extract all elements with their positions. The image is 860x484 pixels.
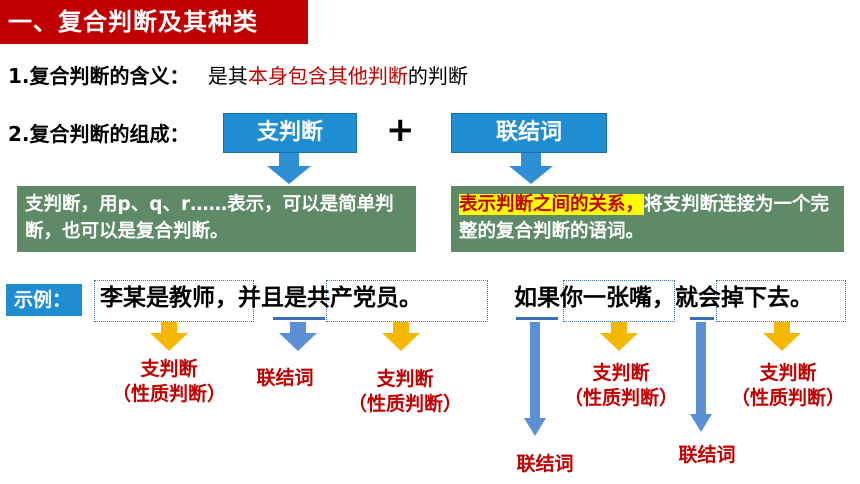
example1-sub-2-label: 支判断 （性质判断） xyxy=(330,367,480,417)
label-sub: 支判断 xyxy=(140,358,198,380)
example2-connector-2-label: 联结词 xyxy=(678,444,736,466)
example2-connector-1: 如果 xyxy=(514,285,560,311)
plus-sign: + xyxy=(386,110,415,150)
example2-connector-1-arrow xyxy=(524,322,546,436)
connector-box-down-arrow xyxy=(509,153,553,184)
example1-comma: ， xyxy=(215,285,238,311)
connector-description-highlight: 表示判断之间的关系， xyxy=(459,194,645,215)
sub-judgment-box: 支判断 xyxy=(223,113,357,153)
example-label: 示例： xyxy=(6,284,82,316)
example2-connector-2: 就 xyxy=(675,285,698,311)
example1-connector: 并且 xyxy=(238,285,284,311)
example1-connector-underline xyxy=(273,317,325,320)
example1-connector-arrow xyxy=(279,322,317,351)
example1-connector-label: 联结词 xyxy=(256,367,314,389)
composition-label: 2.复合判断的组成： xyxy=(8,122,190,146)
example2-connector-1-underline xyxy=(516,317,558,320)
definition-text-after: 的判断 xyxy=(407,64,468,88)
label-sub-nature: （性质判断） xyxy=(730,387,845,409)
example2-sub-box-2 xyxy=(716,280,846,322)
label-sub: 支判断 xyxy=(592,362,650,384)
connector-description-rest: 将支判断连接为一个完整的复合判断的语词。 xyxy=(459,194,830,242)
definition-line: 1.复合判断的含义： 是其本身包含其他判断的判断 xyxy=(8,60,468,89)
connector-box: 联结词 xyxy=(451,113,607,153)
example1-sub-1: 李某是教师 xyxy=(100,285,215,311)
definition-label: 1.复合判断的含义： xyxy=(8,64,190,88)
sub-judgment-description: 支判断，用p、q、r……表示，可以是简单判断，也可以是复合判断。 xyxy=(17,186,416,252)
definition-highlight: 本身包含其他判断 xyxy=(247,64,408,88)
example2-sub-2-label: 支判断 （性质判断） xyxy=(716,361,860,411)
definition-text-before: 是其 xyxy=(207,64,248,88)
section-title: 一、复合判断及其种类 xyxy=(0,0,308,44)
connector-description: 表示判断之间的关系，将支判断连接为一个完整的复合判断的语词。 xyxy=(451,186,844,252)
label-sub-nature: （性质判断） xyxy=(111,383,226,405)
example2-sub-box-1 xyxy=(563,280,675,322)
example1-sub-box-1 xyxy=(94,280,254,322)
example1-sub-1-label: 支判断 （性质判断） xyxy=(94,357,244,407)
label-sub-nature: （性质判断） xyxy=(563,387,678,409)
example1-sub-1-arrow xyxy=(150,322,188,351)
example2-comma: ， xyxy=(652,285,675,311)
example2-sub-1: 你一张嘴 xyxy=(560,285,652,311)
example2-sub-1-label: 支判断 （性质判断） xyxy=(546,361,696,411)
example2-sub-2: 会掉下去。 xyxy=(698,285,813,311)
label-sub-nature: （性质判断） xyxy=(347,393,462,415)
example-sentence-2: 如果你一张嘴，就会掉下去。 xyxy=(514,280,813,316)
example2-connector-1-label: 联结词 xyxy=(516,453,574,475)
label-sub: 支判断 xyxy=(376,368,434,390)
label-sub: 支判断 xyxy=(759,362,817,384)
sub-box-down-arrow xyxy=(267,153,311,184)
example2-sub-1-arrow xyxy=(600,322,638,351)
example1-sub-2-arrow xyxy=(382,322,420,351)
example2-sub-2-arrow xyxy=(763,322,801,351)
example2-connector-2-underline xyxy=(690,317,714,320)
example1-sub-2: 是共产党员。 xyxy=(284,285,422,311)
example-sentence-1: 李某是教师，并且是共产党员。 xyxy=(100,280,422,316)
example1-sub-box-2 xyxy=(326,280,488,322)
example2-connector-2-arrow xyxy=(690,322,712,432)
